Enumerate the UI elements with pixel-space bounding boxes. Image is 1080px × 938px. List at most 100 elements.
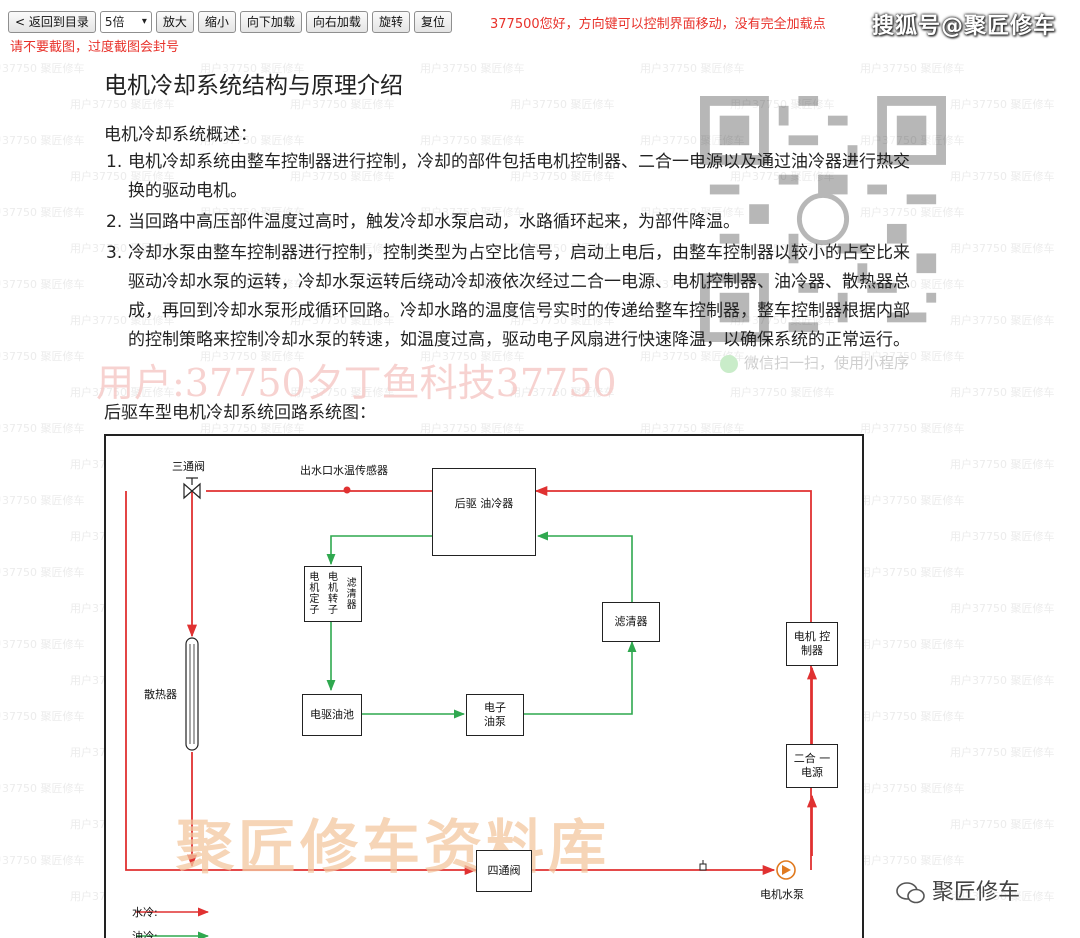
tiled-watermark-text: 用户37750 聚匠修车 xyxy=(70,386,175,399)
zoom-in-button[interactable]: 放大 xyxy=(155,11,194,33)
qr-code-image xyxy=(700,96,946,342)
tiled-watermark-text: 用户37750 聚匠修车 xyxy=(860,422,965,435)
tiled-watermark-text: 用户37750 聚匠修车 xyxy=(640,206,745,219)
tiled-watermark-text: 用户37750 聚匠修车 xyxy=(860,278,965,291)
article-intro: 电机冷却系统概述： xyxy=(104,125,257,145)
mini-program-tip-text: 微信扫一扫，使用小程序 xyxy=(744,354,910,372)
tiled-watermark-text: 用户37750 聚匠修车 xyxy=(200,62,305,75)
radiator-icon xyxy=(185,637,199,751)
motor-rotor-label: 电 机 转 子 xyxy=(327,572,338,616)
zoom-level-select[interactable]: 5倍 ▾ xyxy=(99,11,152,33)
water-pump-label: 电机水泵 xyxy=(760,888,804,901)
outlet-sensor-label: 出水口水温传感器 xyxy=(300,464,388,477)
wechat-icon xyxy=(720,354,738,373)
tiled-watermark-text: 用户37750 聚匠修车 xyxy=(950,818,1055,831)
oil-line-pump-filter xyxy=(524,640,637,715)
tiled-watermark-text: 用户37750 聚匠修车 xyxy=(950,674,1055,687)
zoom-out-button[interactable]: 缩小 xyxy=(197,11,236,33)
tiled-watermark-text: 用户37750 聚匠修车 xyxy=(420,278,525,291)
tiled-watermark-text: 用户37750 聚匠修车 xyxy=(420,134,525,147)
tiled-watermark-text: 用户37750 聚匠修车 xyxy=(0,494,85,507)
filter-box: 滤清器 xyxy=(602,602,660,642)
tiled-watermark-text: 用户37750 聚匠修车 xyxy=(70,314,175,327)
tiled-watermark-text: 用户37750 聚匠修车 xyxy=(950,314,1055,327)
tiled-watermark-text: 用户37750 聚匠修车 xyxy=(0,134,85,147)
list-item-text: 当回路中高压部件温度过高时，触发冷却水泵启动，水路循环起来，为部件降温。 xyxy=(128,212,740,232)
tiled-watermark-text: 用户37750 聚匠修车 xyxy=(420,62,525,75)
legend-oil-label: 油冷: xyxy=(132,930,158,938)
back-to-catalog-button[interactable]: < 返回到目录 xyxy=(8,11,96,33)
tiled-watermark-text: 用户37750 聚匠修车 xyxy=(730,314,835,327)
tiled-watermark-text: 用户37750 聚匠修车 xyxy=(860,494,965,507)
navigation-notice: 377500您好，方向键可以控制界面移动，没有完全加载点 xyxy=(490,17,826,32)
tiled-watermark-text: 用户37750 聚匠修车 xyxy=(730,386,835,399)
tiled-watermark-text: 用户37750 聚匠修车 xyxy=(730,242,835,255)
circuit-lines xyxy=(125,477,818,938)
tiled-watermark-text: 用户37750 聚匠修车 xyxy=(200,206,305,219)
tiled-watermark-text: 用户37750 聚匠修车 xyxy=(420,206,525,219)
load-down-button[interactable]: 向下加载 xyxy=(239,11,302,33)
cooling-circuit-diagram: 三通阀 出水口水温传感器 后驱 油冷器 电 机 定 子 电 机 转 子 滤 清 … xyxy=(104,434,864,938)
list-item-number: 3. xyxy=(106,243,123,263)
tiled-watermark-text: 用户37750 聚匠修车 xyxy=(950,242,1055,255)
list-item: 3.冷却水泵由整车控制器进行控制，控制类型为占空比信号，启动上电后，由整车控制器… xyxy=(104,239,924,355)
mini-program-tip: 微信扫一扫，使用小程序 xyxy=(720,352,909,373)
list-item-text: 冷却水泵由整车控制器进行控制，控制类型为占空比信号，启动上电后，由整车控制器以较… xyxy=(128,243,910,350)
four-way-valve-box: 四通阀 xyxy=(476,850,532,892)
tiled-watermark-text: 用户37750 聚匠修车 xyxy=(0,782,85,795)
oil-line-cooler-out xyxy=(326,535,434,566)
tiled-watermark-text: 用户37750 聚匠修车 xyxy=(70,170,175,183)
tiled-watermark-text: 用户37750 聚匠修车 xyxy=(640,134,745,147)
three-way-valve-label: 三通阀 xyxy=(172,460,205,473)
tiled-watermark-text: 用户37750 聚匠修车 xyxy=(200,350,305,363)
resource-stamp-watermark: 聚匠修车资料库 xyxy=(176,813,611,881)
tiled-watermark-text: 用户37750 聚匠修车 xyxy=(860,854,965,867)
tiled-watermark-text: 用户37750 聚匠修车 xyxy=(0,566,85,579)
motor-box: 电 机 定 子 电 机 转 子 滤 清 器 xyxy=(304,566,362,622)
tiled-watermark-text: 用户37750 聚匠修车 xyxy=(0,62,85,75)
tiled-watermark-text: 用户37750 聚匠修车 xyxy=(420,350,525,363)
drain-plug-icon xyxy=(699,860,707,871)
tiled-watermark-text: 用户37750 聚匠修车 xyxy=(290,98,395,111)
list-item: 2.当回路中高压部件温度过高时，触发冷却水泵启动，水路循环起来，为部件降温。 xyxy=(104,208,924,237)
dc-two-in-one-box: 二合 一电源 xyxy=(786,744,838,788)
tiled-watermark-text: 用户37750 聚匠修车 xyxy=(290,242,395,255)
load-right-button[interactable]: 向右加载 xyxy=(305,11,368,33)
tiled-watermark-text: 用户37750 聚匠修车 xyxy=(0,350,85,363)
tiled-watermark-text: 用户37750 聚匠修车 xyxy=(640,278,745,291)
list-item-number: 2. xyxy=(106,212,123,232)
tiled-watermark-text: 用户37750 聚匠修车 xyxy=(420,422,525,435)
sohu-brand-watermark: 搜狐号@聚匠修车 xyxy=(871,14,1056,39)
viewer-toolbar: < 返回到目录 5倍 ▾ 放大 缩小 向下加载 向右加载 旋转 复位 xyxy=(8,10,452,34)
reset-button[interactable]: 复位 xyxy=(413,11,452,33)
water-line-left-down xyxy=(125,491,478,876)
wechat-logo-icon xyxy=(896,882,925,904)
tiled-watermark-text: 用户37750 聚匠修车 xyxy=(950,530,1055,543)
list-item-text: 电机冷却系统由整车控制器进行控制，冷却的部件包括电机控制器、二合一电源以及通过油… xyxy=(128,152,910,201)
radiator-label: 散热器 xyxy=(144,688,177,701)
tiled-watermark-text: 用户37750 聚匠修车 xyxy=(860,206,965,219)
tiled-watermark-text: 用户37750 聚匠修车 xyxy=(640,422,745,435)
tiled-watermark-text: 用户37750 聚匠修车 xyxy=(860,566,965,579)
tiled-watermark-text: 用户37750 聚匠修车 xyxy=(950,386,1055,399)
oil-pan-box: 电驱油池 xyxy=(302,694,362,736)
water-pump-icon xyxy=(776,860,796,880)
tiled-watermark-text: 用户37750 聚匠修车 xyxy=(200,278,305,291)
tiled-watermark-text: 用户37750 聚匠修车 xyxy=(510,170,615,183)
tiled-watermark-text: 用户37750 聚匠修车 xyxy=(0,422,85,435)
list-item-number: 1. xyxy=(106,152,123,172)
water-line-top xyxy=(534,485,812,870)
tiled-watermark-text: 用户37750 聚匠修车 xyxy=(860,132,965,148)
tiled-watermark-text: 用户37750 聚匠修车 xyxy=(510,98,615,111)
overview-list: 1.电机冷却系统由整车控制器进行控制，冷却的部件包括电机控制器、二合一电源以及通… xyxy=(104,148,924,357)
wechat-brand-mark: 聚匠修车 xyxy=(896,874,1020,906)
tiled-watermark-text: 用户37750 聚匠修车 xyxy=(70,98,175,111)
user-id-watermark: 用户:37750夕丁鱼科技37750 xyxy=(96,361,617,405)
tiled-watermark-text: 用户37750 聚匠修车 xyxy=(640,350,745,363)
oil-pump-box: 电子 油泵 xyxy=(466,694,524,736)
motor-stator-label: 电 机 定 子 xyxy=(309,572,320,616)
oil-cooler-box: 后驱 油冷器 xyxy=(432,468,536,556)
legend-water-label: 水冷: xyxy=(132,906,158,919)
rotate-button[interactable]: 旋转 xyxy=(371,11,410,33)
tiled-watermark-text: 用户37750 聚匠修车 xyxy=(0,206,85,219)
